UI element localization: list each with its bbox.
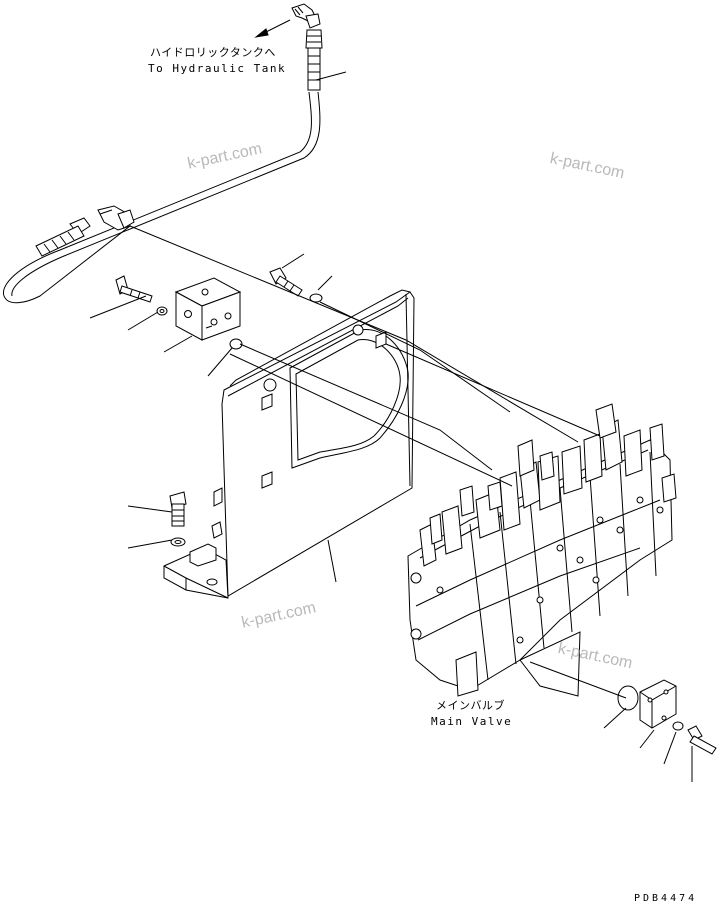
block-assembly: [116, 276, 242, 349]
main-valve: [408, 404, 676, 696]
valve-plate: [520, 632, 580, 696]
drawing-number: PDB4474: [634, 893, 698, 904]
to-tank-label-en: To Hydraulic Tank: [148, 62, 287, 75]
valve-caps: [420, 404, 676, 566]
elbow-fitting-top: [292, 4, 320, 28]
to-tank-label-jp: ハイドロリックタンクへ: [150, 46, 276, 59]
alignment-lines: [130, 226, 626, 698]
flange-assembly: [618, 680, 716, 754]
hose-upper-fitting: [306, 30, 322, 90]
valve-bolt-holes: [411, 497, 663, 643]
mounting-bracket: [164, 290, 414, 598]
hose-lower-fitting: [36, 206, 134, 256]
to-tank-arrow: [256, 20, 290, 37]
hydraulic-hose: [3, 92, 319, 303]
main-valve-label-jp: メインバルブ: [436, 699, 505, 712]
bolt-washer-upper: [270, 268, 322, 302]
main-valve-label-en: Main Valve: [431, 715, 513, 728]
bolt-washer-lower: [170, 492, 186, 546]
leader-lines: [90, 72, 692, 782]
